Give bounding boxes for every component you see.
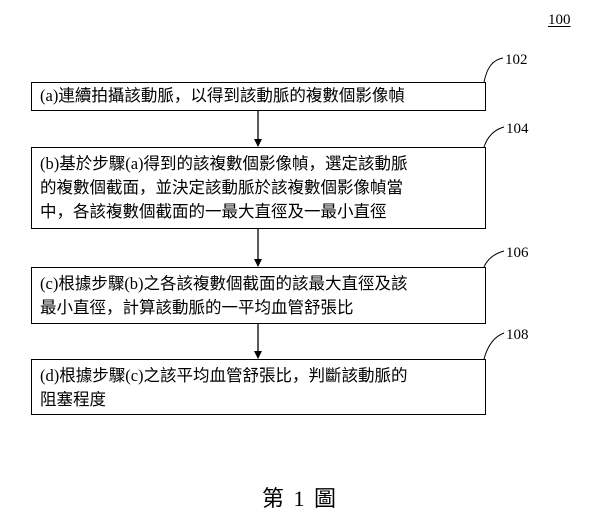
step-ref-102: 102 bbox=[505, 52, 528, 68]
step-text-d: (d)根據步驟(c)之該平均血管舒張比，判斷該動脈的 阻塞程度 bbox=[40, 366, 408, 409]
leader-line-108 bbox=[483, 332, 505, 360]
step-text-b: (b)基於步驟(a)得到的該複數個影像幀，選定該動脈 的複數個截面，並決定該動脈… bbox=[40, 154, 408, 221]
figure-caption: 第 1 圖 bbox=[261, 486, 338, 511]
step-ref-108: 108 bbox=[506, 327, 529, 343]
step-box-b: (b)基於步驟(a)得到的該複數個影像幀，選定該動脈 的複數個截面，並決定該動脈… bbox=[31, 147, 486, 229]
leader-line-102 bbox=[483, 57, 504, 83]
step-text-a: (a)連續拍攝該動脈，以得到該動脈的複數個影像幀 bbox=[40, 86, 405, 105]
step-box-c: (c)根據步驟(b)之各該複數個截面的該最大直徑及該 最小直徑，計算該動脈的一平… bbox=[31, 267, 486, 324]
step-box-d: (d)根據步驟(c)之該平均血管舒張比，判斷該動脈的 阻塞程度 bbox=[31, 359, 486, 415]
step-ref-106: 106 bbox=[506, 245, 529, 261]
leader-line-104 bbox=[483, 126, 505, 148]
leader-line-106 bbox=[483, 250, 505, 268]
step-box-a: (a)連續拍攝該動脈，以得到該動脈的複數個影像幀 bbox=[31, 82, 486, 111]
figure-reference-number: 100 bbox=[548, 12, 571, 28]
step-ref-104: 104 bbox=[506, 121, 529, 137]
step-text-c: (c)根據步驟(b)之各該複數個截面的該最大直徑及該 最小直徑，計算該動脈的一平… bbox=[40, 274, 408, 317]
